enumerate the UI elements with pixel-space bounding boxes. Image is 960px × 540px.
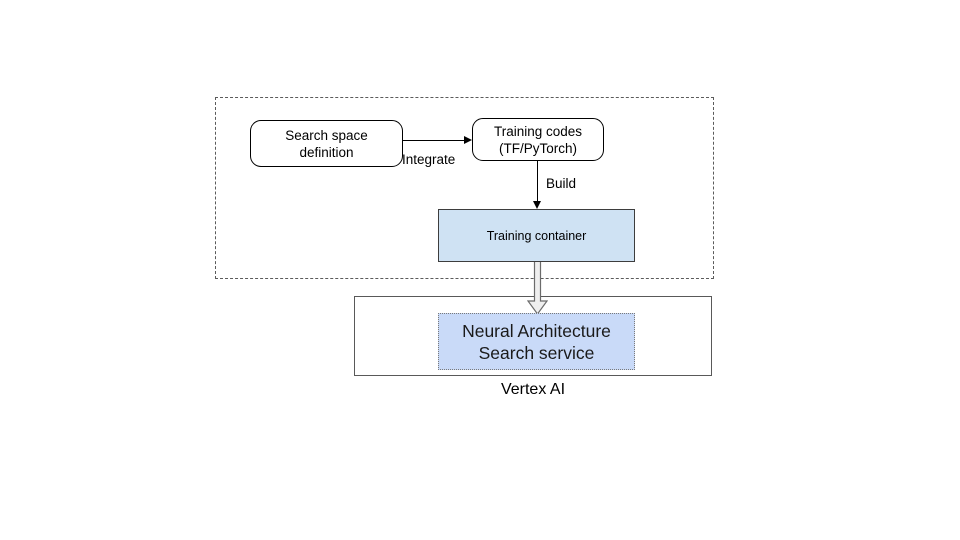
node-training-codes[interactable]: Training codes (TF/PyTorch) [472,118,604,161]
build-edge-label: Build [546,176,577,191]
node-training-container[interactable]: Training container [438,209,635,262]
integrate-edge-label: Integrate [402,152,456,167]
nas-service-label-line2: Search service [478,342,595,363]
search-space-label-line1: Search space [285,127,368,143]
search-space-label-line2: definition [299,144,354,160]
node-search-space-definition[interactable]: Search space definition [250,120,403,167]
training-container-label: Training container [486,228,587,243]
vertex-ai-caption: Vertex AI [500,381,566,398]
integrate-edge-line [403,140,466,141]
build-arrowhead-icon [532,201,541,209]
build-edge-line [537,161,538,203]
node-neural-architecture-search-service[interactable]: Neural Architecture Search service [438,313,635,370]
integrate-arrowhead-icon [464,136,472,144]
training-codes-label-line1: Training codes [493,123,583,139]
deploy-block-arrow-icon [527,261,548,316]
nas-service-label-line1: Neural Architecture [462,320,611,341]
training-codes-label-line2: (TF/PyTorch) [498,140,577,156]
user-environment-group-box [215,97,714,279]
